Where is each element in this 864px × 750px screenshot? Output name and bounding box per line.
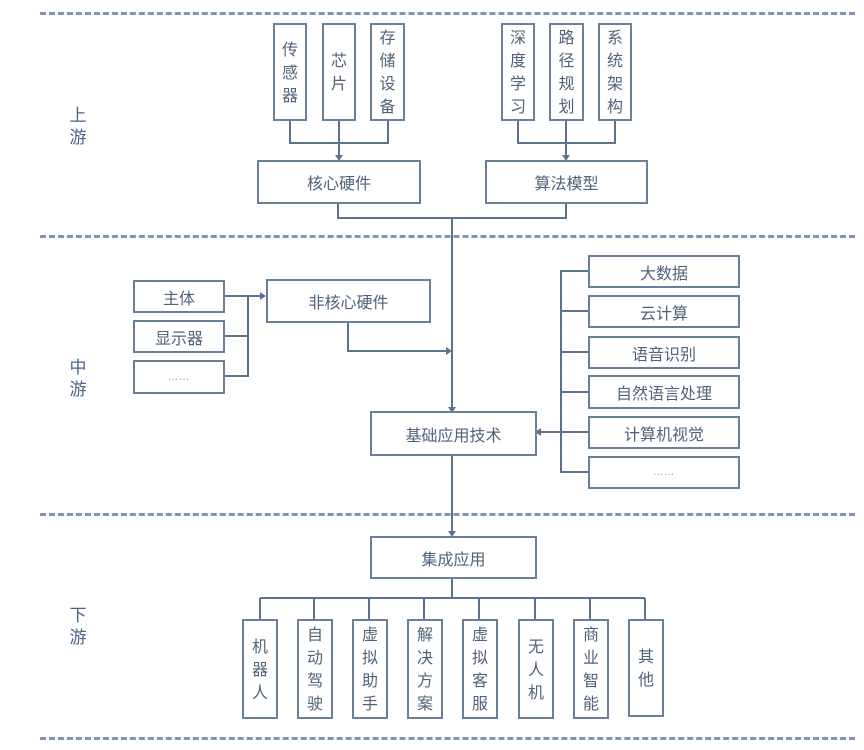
stage-label-upstream: 上游	[69, 106, 87, 148]
box-app-drone: 无人机	[518, 619, 554, 719]
box-path-planning: 路径规划	[549, 23, 584, 121]
box-tech-more: ……	[588, 456, 740, 489]
arrow-integrated	[448, 531, 456, 537]
box-big-data: 大数据	[588, 255, 740, 288]
box-cloud-computing: 云计算	[588, 295, 740, 328]
ellipsis-text: ……	[168, 371, 190, 383]
box-app-autonomous-driving: 自动驾驶	[297, 619, 333, 719]
box-display: 显示器	[133, 320, 225, 353]
arrow-noncore-hardware	[260, 292, 266, 300]
box-main-body: 主体	[133, 280, 225, 313]
box-storage: 存储设备	[370, 23, 405, 121]
box-app-solutions: 解决方案	[407, 619, 443, 719]
arrow-noncore-trunk	[446, 347, 452, 355]
box-integrated-application: 集成应用	[370, 536, 537, 579]
arrow-core-hardware	[335, 155, 343, 161]
box-app-robot: 机器人	[242, 619, 278, 719]
arrow-algorithm-model	[562, 155, 570, 161]
box-algorithm-model: 算法模型	[485, 160, 648, 204]
divider-bottom	[40, 737, 855, 740]
box-deep-learning: 深度学习	[501, 23, 535, 121]
divider-top	[40, 12, 855, 15]
connector-tech-bus	[560, 270, 588, 473]
stage-label-downstream: 下游	[69, 606, 87, 648]
divider-upstream-midstream	[40, 235, 855, 238]
divider-midstream-downstream	[40, 513, 855, 516]
box-noncore-hardware: 非核心硬件	[266, 279, 431, 323]
box-nlp: 自然语言处理	[588, 375, 740, 409]
box-system-architecture: 系统架构	[598, 23, 632, 121]
box-noncore-more: ……	[133, 360, 225, 394]
box-app-virtual-customer-service: 虚拟客服	[462, 619, 498, 719]
box-basic-application-tech: 基础应用技术	[370, 411, 537, 456]
box-chip: 芯片	[322, 23, 356, 121]
connector-noncore-to-trunk	[347, 322, 450, 352]
arrow-tech-basic	[535, 428, 541, 436]
box-sensor: 传感器	[273, 23, 307, 121]
box-app-business-intelligence: 商业智能	[573, 619, 609, 719]
ellipsis-text: ……	[653, 467, 675, 478]
box-computer-vision: 计算机视觉	[588, 416, 740, 449]
stage-label-midstream: 中游	[69, 358, 87, 400]
box-app-other: 其他	[628, 619, 664, 717]
arrow-basic-tech	[448, 407, 456, 413]
connector-upstream-merge	[337, 203, 567, 219]
box-app-virtual-assistant: 虚拟助手	[352, 619, 388, 719]
box-speech-recognition: 语音识别	[588, 336, 740, 369]
box-core-hardware: 核心硬件	[257, 160, 421, 204]
